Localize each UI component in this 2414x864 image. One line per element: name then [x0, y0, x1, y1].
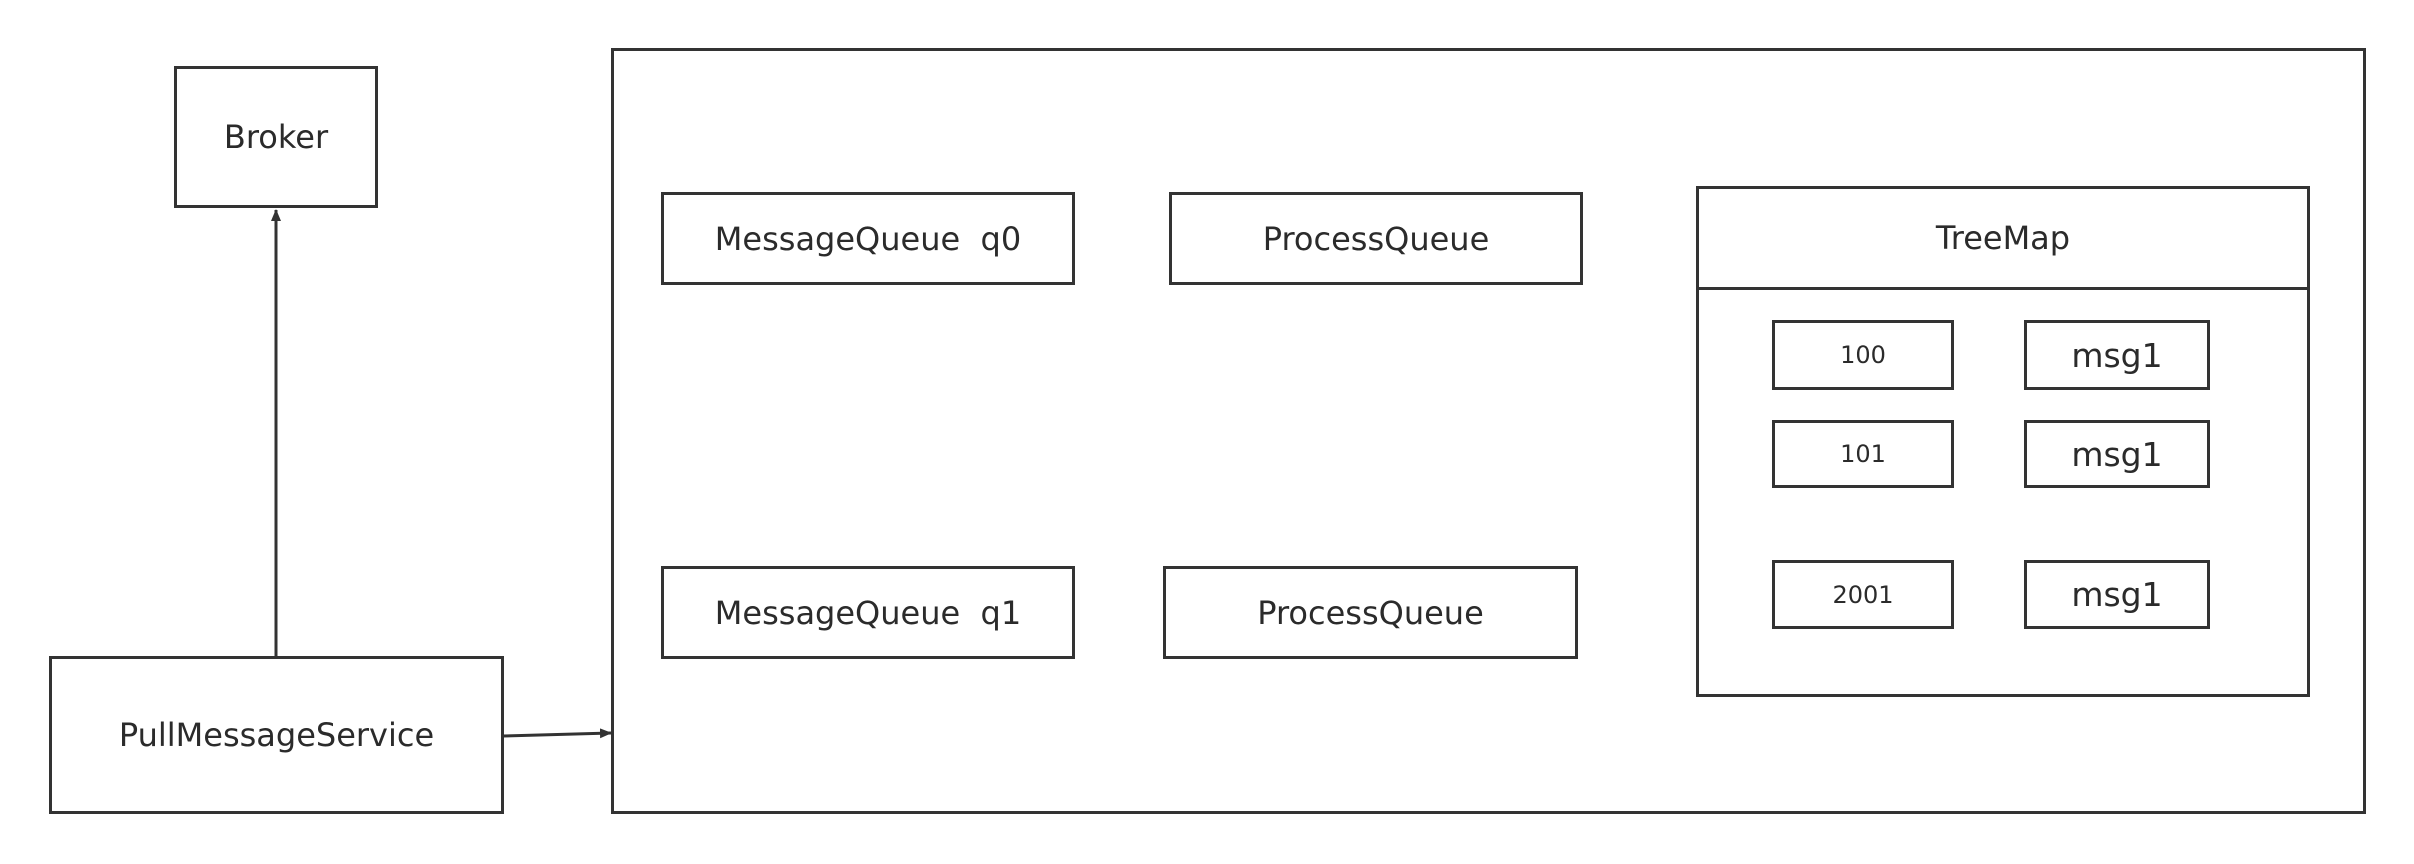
broker-node: Broker: [174, 66, 378, 208]
treemap-value-101: msg1: [2024, 420, 2210, 488]
treemap-title: TreeMap: [1935, 219, 2071, 257]
treemap-key-label: 2001: [1832, 580, 1894, 609]
process-queue-q0-label: ProcessQueue: [1262, 219, 1490, 258]
treemap-value-label: msg1: [2071, 434, 2163, 474]
treemap-key-2001: 2001: [1772, 560, 1954, 629]
message-queue-q1-label: MessageQueue q1: [714, 593, 1022, 632]
treemap-value-100: msg1: [2024, 320, 2210, 390]
treemap-header-divider: [1696, 287, 2310, 290]
treemap-key-label: 101: [1840, 440, 1886, 468]
edge-pullservice-to-consumer-container: [502, 728, 612, 739]
process-queue-q0: ProcessQueue: [1169, 192, 1583, 285]
process-queue-q1-label: ProcessQueue: [1257, 593, 1484, 632]
process-queue-q1: ProcessQueue: [1163, 566, 1578, 659]
message-queue-q0: MessageQueue q0: [661, 192, 1075, 285]
pull-message-service-node: PullMessageService: [49, 656, 504, 814]
treemap-key-label: 100: [1840, 341, 1886, 369]
broker-label: Broker: [223, 118, 329, 156]
message-queue-q0-label: MessageQueue q0: [714, 219, 1022, 258]
treemap-value-label: msg1: [2071, 335, 2163, 375]
pull-message-service-label: PullMessageService: [118, 716, 435, 754]
treemap-value-label: msg1: [2071, 575, 2163, 614]
treemap-key-100: 100: [1772, 320, 1954, 390]
message-queue-q1: MessageQueue q1: [661, 566, 1075, 659]
treemap-key-101: 101: [1772, 420, 1954, 488]
treemap-value-2001: msg1: [2024, 560, 2210, 629]
treemap-header: TreeMap: [1696, 186, 2310, 290]
